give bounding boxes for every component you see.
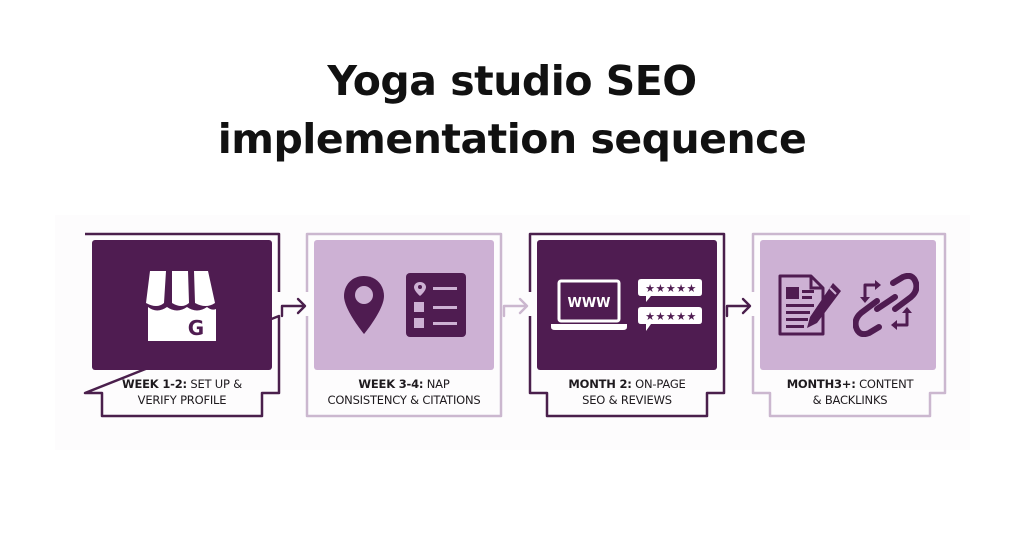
step-title-line-2: CONSISTENCY & CITATIONS (327, 393, 481, 407)
diagram-title: Yoga studio SEO implementation sequence (0, 52, 1024, 168)
arrow-right-icon (502, 297, 529, 318)
arrow-right-icon (280, 297, 307, 318)
title-line-1: Yoga studio SEO (327, 57, 697, 105)
card-frame (305, 232, 503, 418)
map-pin-icon (344, 276, 384, 334)
step-title-line-2: & BACKLINKS (812, 393, 888, 407)
step-phase: MONTH3+: (786, 377, 856, 391)
step-icon-panel: WWW ★★★★★ ★★★★★ (537, 240, 717, 370)
step-icon-panel (314, 240, 494, 370)
step-title-part: ON-PAGE (631, 377, 686, 391)
backlink-chain-icon (853, 273, 919, 337)
step-title-line-2: SEO & REVIEWS (582, 393, 672, 407)
svg-text:WWW: WWW (567, 296, 610, 311)
step-card-month-3-plus: MONTH3+: CONTENT & BACKLINKS (751, 232, 949, 418)
step-title-part: NAP (423, 377, 450, 391)
svg-text:★★★★★: ★★★★★ (645, 282, 697, 295)
step-label: MONTH 2: ON-PAGE SEO & REVIEWS (528, 376, 726, 408)
laptop-www-icon: WWW (551, 279, 627, 330)
svg-text:★★★★★: ★★★★★ (645, 310, 697, 323)
card-frame (83, 232, 281, 418)
step-label: WEEK 1-2: SET UP & VERIFY PROFILE (83, 376, 281, 408)
document-pen-icon (778, 274, 841, 336)
arrow-right-icon (725, 297, 752, 318)
step-title-part: CONTENT (855, 377, 914, 391)
step-label: MONTH3+: CONTENT & BACKLINKS (751, 376, 949, 408)
title-line-2: implementation sequence (217, 115, 807, 163)
step-title-part: SET UP & (186, 377, 242, 391)
step-card-month-2: WWW ★★★★★ ★★★★★ MONTH 2: ON-PAGE SEO & R… (528, 232, 726, 418)
step-phase: WEEK 1-2: (122, 377, 187, 391)
step-phase: MONTH 2: (568, 377, 632, 391)
step-card-week-1-2: G WEEK 1-2: SET UP & VERIFY PROFILE (83, 232, 281, 418)
location-list-icon (406, 273, 466, 337)
google-business-storefront-icon: G (146, 271, 216, 341)
step-card-week-3-4: WEEK 3-4: NAP CONSISTENCY & CITATIONS (305, 232, 503, 418)
step-title-line-2: VERIFY PROFILE (137, 393, 227, 407)
card-frame (751, 232, 947, 418)
step-icon-panel: G (92, 240, 272, 370)
step-icon-panel (760, 240, 936, 370)
card-frame (528, 232, 726, 418)
svg-text:G: G (188, 316, 204, 340)
step-label: WEEK 3-4: NAP CONSISTENCY & CITATIONS (305, 376, 503, 408)
step-phase: WEEK 3-4: (358, 377, 424, 391)
star-review-bubbles-icon: ★★★★★ ★★★★★ (638, 279, 702, 331)
